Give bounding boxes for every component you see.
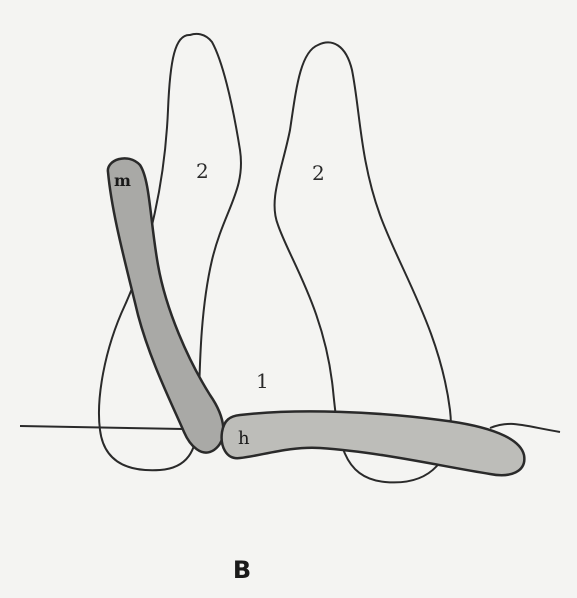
horizontal-bar — [222, 411, 525, 475]
label-marker-h: h — [238, 428, 250, 449]
label-marker-m: m — [114, 171, 131, 190]
panel-label: B — [222, 556, 262, 584]
label-region-1: 1 — [256, 369, 269, 393]
label-right-lobe-2: 2 — [312, 161, 325, 185]
label-left-lobe-2: 2 — [196, 159, 209, 183]
left-lobe-outline — [99, 34, 241, 470]
